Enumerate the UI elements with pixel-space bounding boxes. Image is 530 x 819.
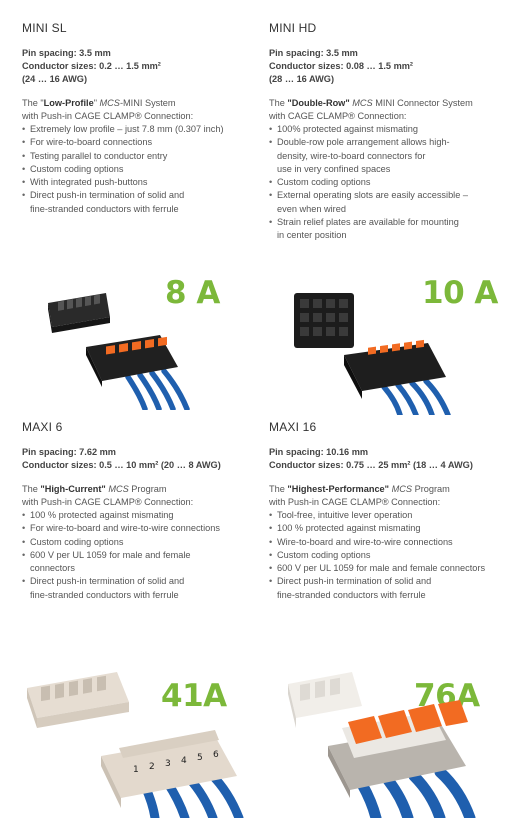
marker-number: 2 [149, 762, 155, 772]
marker-number: 4 [181, 756, 187, 766]
amperage-label-mini-hd: 10 A [422, 275, 498, 311]
maxi-16-connector-image [288, 672, 476, 818]
cream-header-icon [27, 672, 129, 728]
feature-item: 100 % protected against mismating [22, 509, 272, 523]
feature-item: Strain relief plates are available for m… [269, 216, 519, 243]
marker-number: 1 [133, 765, 139, 775]
feature-item: Wire-to-board and wire-to-wire connectio… [269, 536, 524, 550]
spec-line: Conductor sizes: 0.75 … 25 mm² (18 … 4 A… [269, 460, 473, 470]
feature-item: 100 % protected against mismating [269, 522, 524, 536]
spec-line: Conductor sizes: 0.2 … 1.5 mm² [22, 61, 161, 71]
feature-list: Extremely low profile – just 7.8 mm (0.3… [22, 123, 272, 216]
feature-item: Extremely low profile – just 7.8 mm (0.3… [22, 123, 272, 137]
spec-line: Pin spacing: 3.5 mm [269, 48, 358, 58]
feature-item: Testing parallel to conductor entry [22, 150, 272, 164]
amperage-label-mini-sl: 8 A [165, 275, 220, 311]
feature-list: Tool-free, intuitive lever operation100 … [269, 509, 524, 602]
intro-text: The "Low-Profile" MCS-MINI System with P… [22, 98, 194, 121]
feature-item: For wire-to-board connections [22, 136, 272, 150]
section-title: MINI HD [269, 21, 317, 35]
section-title: MINI SL [22, 21, 67, 35]
feature-item: For wire-to-board and wire-to-wire conne… [22, 522, 272, 536]
double-row-header-icon [294, 293, 354, 348]
amperage-label-maxi-6: 41A [161, 678, 227, 714]
spec-line: Conductor sizes: 0.08 … 1.5 mm² [269, 61, 413, 71]
spec-line: (24 … 16 AWG) [22, 74, 88, 84]
intro-text: The "Double-Row" MCS MINI Connector Syst… [269, 98, 473, 121]
section-mini-hd: MINI HD Pin spacing: 3.5 mm Conductor si… [269, 21, 519, 243]
feature-item: 600 V per UL 1059 for male and femalecon… [22, 549, 272, 576]
spec-line: Pin spacing: 3.5 mm [22, 48, 111, 58]
spec-block: Pin spacing: 3.5 mm Conductor sizes: 0.0… [269, 47, 519, 86]
feature-item: Direct push-in termination of solid andf… [269, 575, 524, 602]
feature-item: Custom coding options [22, 163, 272, 177]
spec-line: Conductor sizes: 0.5 … 10 mm² (20 … 8 AW… [22, 460, 221, 470]
blue-wires-icon [381, 378, 451, 415]
feature-item: 600 V per UL 1059 for male and female co… [269, 562, 524, 576]
intro-text: The "Highest-Performance" MCS Program wi… [269, 484, 450, 507]
feature-list: 100% protected against mismatingDouble-r… [269, 123, 519, 243]
spec-block: Pin spacing: 10.16 mm Conductor sizes: 0… [269, 446, 524, 472]
mini-sl-connector-image [48, 293, 190, 410]
section-maxi-16: MAXI 16 Pin spacing: 10.16 mm Conductor … [269, 420, 524, 602]
feature-item: Custom coding options [269, 176, 519, 190]
feature-item: Direct push-in termination of solid andf… [22, 189, 272, 216]
marker-numbers: 1 2 3 4 5 6 [133, 750, 219, 775]
maxi-6-connector-image: 1 2 3 4 5 6 [27, 672, 244, 818]
feature-item: Direct push-in termination of solid andf… [22, 575, 272, 602]
spec-block: Pin spacing: 3.5 mm Conductor sizes: 0.2… [22, 47, 272, 86]
feature-item: Custom coding options [22, 536, 272, 550]
spec-line: (28 … 16 AWG) [269, 74, 335, 84]
cream-plug-icon [101, 730, 237, 808]
section-maxi-6: MAXI 6 Pin spacing: 7.62 mm Conductor si… [22, 420, 272, 602]
white-header-icon [288, 672, 362, 728]
marker-number: 6 [213, 750, 219, 760]
feature-list: 100 % protected against mismatingFor wir… [22, 509, 272, 602]
intro-text: The "High-Current" MCS Program with Push… [22, 484, 194, 507]
double-row-plug-icon [344, 339, 446, 399]
marker-number: 3 [165, 759, 171, 769]
spec-block: Pin spacing: 7.62 mm Conductor sizes: 0.… [22, 446, 272, 472]
feature-item: External operating slots are easily acce… [269, 189, 519, 216]
section-title: MAXI 16 [269, 420, 317, 434]
marker-number: 5 [197, 753, 203, 763]
feature-item: 100% protected against mismating [269, 123, 519, 137]
female-plug-icon [86, 335, 178, 387]
mini-hd-connector-image [294, 293, 451, 415]
spec-line: Pin spacing: 7.62 mm [22, 447, 116, 457]
spec-line: Pin spacing: 10.16 mm [269, 447, 369, 457]
feature-item: With integrated push-buttons [22, 176, 272, 190]
section-title: MAXI 6 [22, 420, 63, 434]
feature-item: Double-row pole arrangement allows high-… [269, 136, 519, 176]
feature-item: Custom coding options [269, 549, 524, 563]
section-mini-sl: MINI SL Pin spacing: 3.5 mm Conductor si… [22, 21, 272, 216]
feature-item: Tool-free, intuitive lever operation [269, 509, 524, 523]
orange-lever-icon [348, 700, 468, 744]
blue-wires-icon [125, 368, 190, 410]
male-header-icon [48, 293, 110, 333]
